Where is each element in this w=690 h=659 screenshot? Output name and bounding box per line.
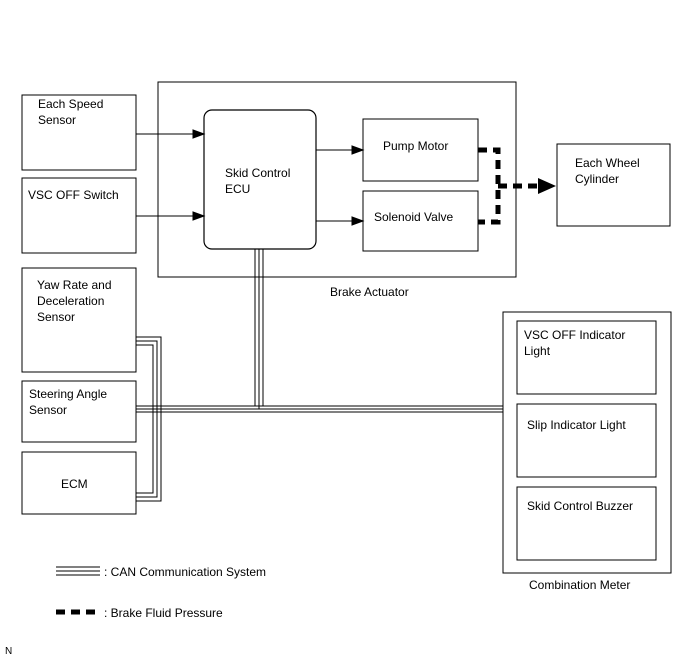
vsc-off-indicator-label-line: VSC OFF Indicator	[524, 328, 625, 342]
can-bus	[136, 249, 503, 502]
skid-control-buzzer-box	[516, 486, 657, 561]
combination-meter-label: Combination Meter	[529, 578, 630, 592]
wheel-cylinder-box	[556, 143, 671, 227]
legend-can-symbol	[56, 566, 100, 576]
wheel-cylinder-label-line: Each Wheel	[575, 156, 640, 170]
yaw-rate-sensor-box	[21, 267, 137, 373]
speed-sensor-label-line: Each Speed	[38, 97, 103, 111]
ecm-label-line: ECM	[61, 477, 88, 491]
brake-fluid-arrowhead	[538, 178, 556, 194]
skid-control-ecu-label-line: Skid Control	[225, 166, 290, 180]
slip-indicator-label-line: Slip Indicator Light	[527, 418, 626, 432]
skid-control-buzzer-label: Skid Control Buzzer	[527, 499, 633, 513]
brake-fluid-lines	[478, 147, 540, 225]
slip-indicator-box	[516, 403, 657, 478]
pump-motor-label-line: Pump Motor	[383, 139, 448, 153]
brake-actuator-frame	[157, 81, 517, 278]
corner-mark: N	[5, 646, 12, 657]
steering-angle-sensor-box	[21, 380, 137, 443]
yaw-rate-sensor-label-line: Deceleration	[37, 294, 104, 308]
vsc-off-indicator-box	[516, 320, 657, 395]
pump-motor-label: Pump Motor	[383, 139, 448, 153]
wheel-cylinder-label-line: Cylinder	[575, 172, 619, 186]
yaw-rate-sensor-label-line: Yaw Rate and	[37, 278, 112, 292]
signal-wires	[136, 129, 365, 226]
solenoid-valve-label: Solenoid Valve	[374, 210, 453, 224]
vsc-off-switch-label-line: VSC OFF Switch	[28, 188, 119, 202]
skid-control-ecu-box	[203, 109, 317, 250]
vsc-off-indicator-label-line: Light	[524, 344, 551, 358]
speed-sensor-box	[21, 94, 137, 171]
combination-meter-frame	[502, 311, 672, 574]
steering-angle-sensor-label-line: Steering Angle	[29, 387, 107, 401]
vsc-off-switch-label: VSC OFF Switch	[28, 188, 119, 202]
solenoid-valve-label-line: Solenoid Valve	[374, 210, 453, 224]
brake-actuator-label: Brake Actuator	[330, 285, 409, 299]
solenoid-valve-box	[362, 190, 479, 252]
legend-fluid-label: : Brake Fluid Pressure	[104, 606, 223, 620]
yaw-rate-sensor-label-line: Sensor	[37, 310, 75, 324]
slip-indicator-label: Slip Indicator Light	[527, 418, 626, 432]
speed-sensor-label-line: Sensor	[38, 113, 76, 127]
legend-can-label: : CAN Communication System	[104, 565, 266, 579]
skid-control-buzzer-label-line: Skid Control Buzzer	[527, 499, 633, 513]
steering-angle-sensor-label-line: Sensor	[29, 403, 67, 417]
ecm-box	[21, 451, 137, 515]
skid-control-ecu-label-line: ECU	[225, 182, 250, 196]
ecm-label: ECM	[61, 477, 88, 491]
